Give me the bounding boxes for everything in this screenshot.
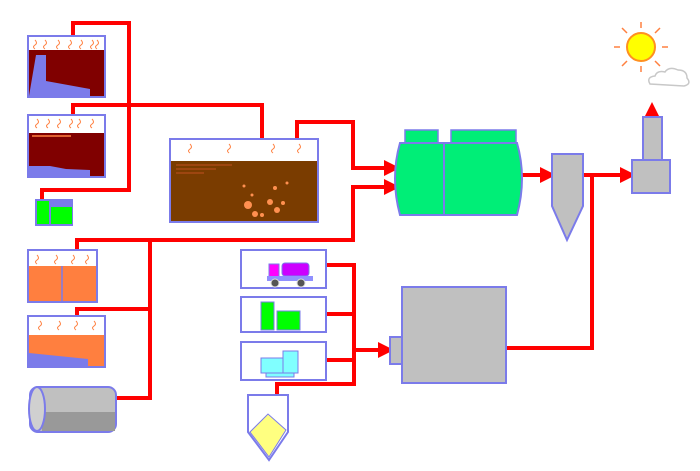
green-tank-box (240, 296, 327, 333)
pipes (40, 21, 660, 400)
green-gasifier (394, 129, 523, 216)
sludge-tank-2 (27, 114, 106, 178)
waste-tank-4 (27, 315, 106, 368)
hopper (247, 394, 289, 462)
pipe-feed-manifold (275, 263, 356, 395)
bubbles (242, 181, 289, 217)
exhaust-stack (631, 116, 671, 194)
steam-icons (35, 118, 94, 129)
steam-icons (33, 39, 99, 50)
tanker-truck-box (240, 249, 327, 289)
pipe-orange-tanks-to-gasifier (75, 179, 400, 250)
cyclone-separator (551, 153, 584, 243)
cloud-icon (648, 67, 690, 87)
waste-tank-3 (27, 249, 98, 303)
green-storage-unit (35, 199, 73, 226)
furnace (389, 286, 507, 384)
pipe-collector-vertical (116, 240, 152, 400)
pipe-digester-to-gasifier (295, 120, 400, 176)
pump-motor-box (240, 341, 327, 381)
cylinder-tank (28, 386, 117, 433)
sun-icon (614, 22, 668, 72)
digester-tank (169, 138, 319, 223)
sludge-tank-1 (27, 35, 106, 98)
pipe-furnace-to-stack (506, 175, 594, 350)
pipe-tank4 (75, 307, 150, 316)
